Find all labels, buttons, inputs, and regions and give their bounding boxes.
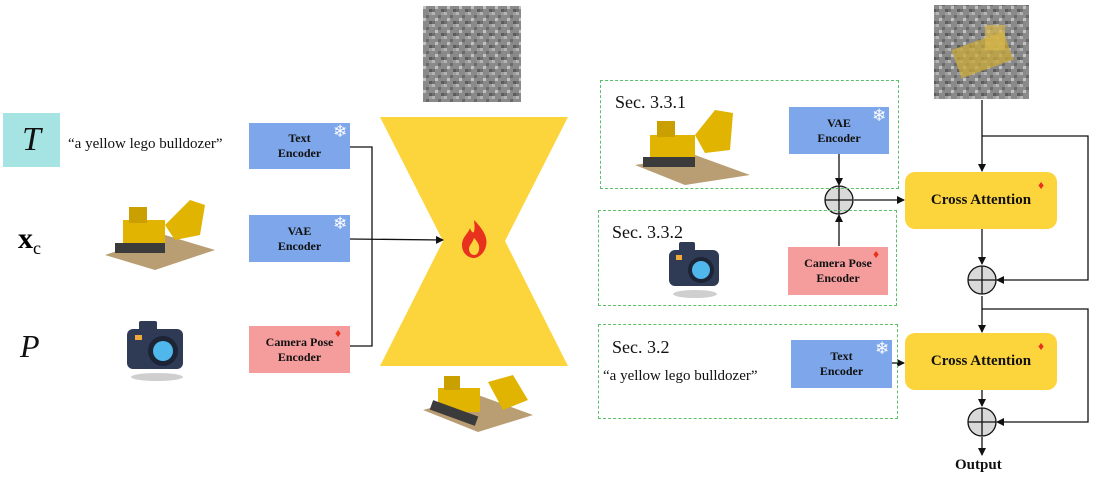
text-symbol: T	[22, 121, 41, 158]
pose-symbol: P	[20, 328, 40, 364]
output-label: Output	[955, 457, 1002, 473]
flame-icon: ♦	[1038, 178, 1045, 192]
section-32-label: Sec. 3.2	[612, 337, 670, 357]
flame-icon: ♦	[1038, 339, 1045, 353]
noise-image	[423, 6, 521, 102]
cross-attention-block-2: Cross Attention	[905, 333, 1057, 390]
snowflake-icon: ❄	[875, 339, 890, 358]
snowflake-icon: ❄	[333, 214, 348, 233]
conditioning-image-symbol: xc	[18, 222, 41, 259]
flame-icon	[462, 220, 487, 258]
camera-icon	[127, 321, 183, 381]
section-331-box	[600, 80, 899, 189]
camera-icon	[669, 242, 719, 298]
noisy-bulldozer-shape	[951, 25, 1014, 79]
cross-attention-block-1: Cross Attention	[905, 172, 1057, 229]
bulldozer-image	[105, 200, 215, 270]
snowflake-icon: ❄	[333, 122, 348, 141]
text-encoder-box: Text Encoder	[249, 123, 350, 169]
prompt-text: “a yellow lego bulldozer”	[68, 136, 223, 152]
camera-pose-encoder-box: Camera Pose Encoder	[249, 326, 350, 373]
snowflake-icon: ❄	[872, 106, 887, 125]
section-332-label: Sec. 3.3.2	[612, 222, 683, 242]
vae-encoder-box: VAE Encoder	[249, 215, 350, 262]
plus-circle-icon	[967, 265, 997, 295]
text-encoder-box-right: Text Encoder	[791, 340, 892, 388]
text-symbol-box: T	[3, 113, 60, 167]
section-332-box	[598, 210, 897, 306]
section-331-label: Sec. 3.3.1	[615, 92, 686, 112]
x-subscript: c	[33, 238, 41, 258]
x-symbol: x	[18, 222, 33, 255]
bulldozer-image	[635, 110, 750, 185]
plus-circle-icon	[967, 407, 997, 437]
plus-circle-icon	[824, 185, 854, 215]
section-32-box	[598, 324, 898, 419]
bulldozer-image	[423, 375, 533, 432]
camera-pose-encoder-box-right: Camera Pose Encoder	[788, 247, 888, 295]
flame-icon: ♦	[873, 247, 880, 261]
vae-encoder-box-right: VAE Encoder	[789, 107, 889, 154]
flame-icon: ♦	[335, 326, 342, 340]
prompt-text-right: “a yellow lego bulldozer”	[603, 368, 758, 384]
